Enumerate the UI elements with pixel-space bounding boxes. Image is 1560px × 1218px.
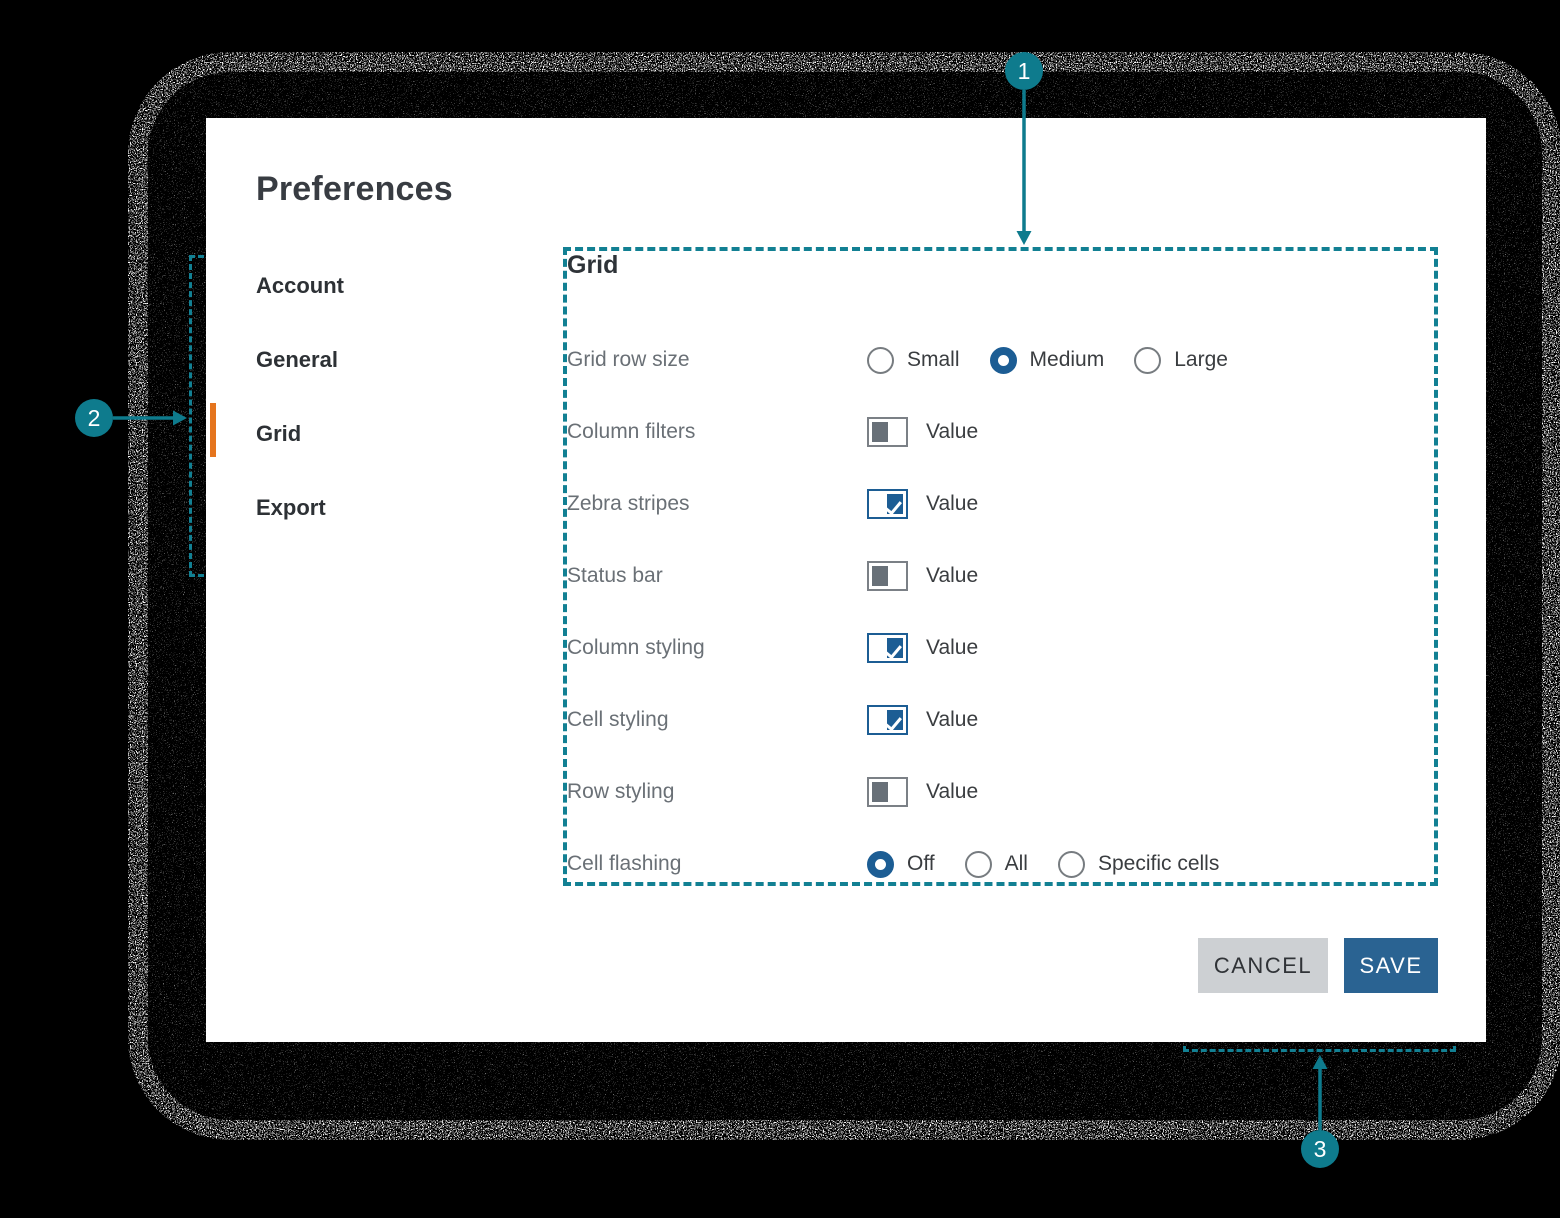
row-styling-toggle[interactable]	[867, 777, 908, 807]
setting-label: Row styling	[567, 780, 675, 803]
zebra-stripes-toggle[interactable]	[867, 489, 908, 519]
toggle-value-label: Value	[926, 636, 979, 659]
radio-label: Medium	[1029, 348, 1105, 371]
active-item-indicator	[210, 403, 216, 457]
radio-label: Specific cells	[1097, 852, 1220, 875]
column-styling-toggle[interactable]	[867, 633, 908, 663]
radio-small[interactable]	[867, 346, 894, 374]
toggle-value-label: Value	[926, 492, 979, 515]
setting-label: Status bar	[567, 564, 663, 587]
radio-label: All	[1004, 852, 1028, 875]
sidebar-item-general[interactable]: General	[256, 347, 338, 372]
radio-off[interactable]	[867, 850, 894, 878]
preferences-dialog: Preferences Account General Grid Export …	[206, 118, 1486, 1042]
radio-medium[interactable]	[989, 346, 1017, 374]
setting-label: Column styling	[567, 636, 705, 659]
setting-row: Column styling Value	[567, 633, 978, 663]
radio-all[interactable]	[964, 850, 992, 878]
radio-option: Off	[867, 850, 935, 878]
toggle-value-label: Value	[926, 780, 979, 803]
toggle-value-label: Value	[926, 420, 979, 443]
sidebar-item-grid[interactable]: Grid	[256, 421, 302, 446]
setting-row: Grid row size Small Medium Large	[567, 345, 1228, 375]
setting-row: Status bar Value	[567, 561, 978, 591]
setting-label: Grid row size	[567, 348, 690, 371]
radio-label: Small	[907, 348, 960, 371]
radio-group: Small Medium Large	[867, 346, 1228, 374]
cancel-button[interactable]: CANCEL	[1198, 938, 1328, 993]
column-filters-toggle[interactable]	[867, 417, 908, 447]
status-bar-toggle[interactable]	[867, 561, 908, 591]
radio-label: Off	[907, 852, 935, 875]
radio-specific-cells[interactable]	[1057, 850, 1085, 878]
toggle-value-label: Value	[926, 564, 979, 587]
radio-group: Off All Specific cells	[867, 850, 1220, 878]
cell-styling-toggle[interactable]	[867, 705, 908, 735]
sidebar-item-export[interactable]: Export	[256, 495, 326, 520]
panel-heading: Grid	[567, 251, 619, 279]
setting-label: Cell flashing	[567, 852, 682, 875]
radio-option: Small	[867, 346, 960, 374]
setting-label: Zebra stripes	[567, 492, 690, 515]
setting-row: Cell styling Value	[567, 705, 978, 735]
setting-row: Zebra stripes Value	[567, 489, 978, 519]
setting-row: Column filters Value	[567, 417, 978, 447]
save-button[interactable]: SAVE	[1344, 938, 1438, 993]
toggle-value-label: Value	[926, 708, 979, 731]
setting-label: Cell styling	[567, 708, 669, 731]
radio-option: Large	[1134, 346, 1228, 374]
sidebar-item-account[interactable]: Account	[256, 273, 344, 298]
radio-option: Medium	[989, 346, 1105, 374]
radio-label: Large	[1174, 348, 1228, 371]
page-title: Preferences	[256, 170, 453, 208]
setting-row: Row styling Value	[567, 777, 978, 807]
setting-label: Column filters	[567, 420, 696, 443]
radio-large[interactable]	[1134, 346, 1162, 374]
radio-option: All	[964, 850, 1028, 878]
setting-row: Cell flashing Off All Specific cells	[567, 849, 1219, 879]
radio-option: Specific cells	[1057, 850, 1220, 878]
